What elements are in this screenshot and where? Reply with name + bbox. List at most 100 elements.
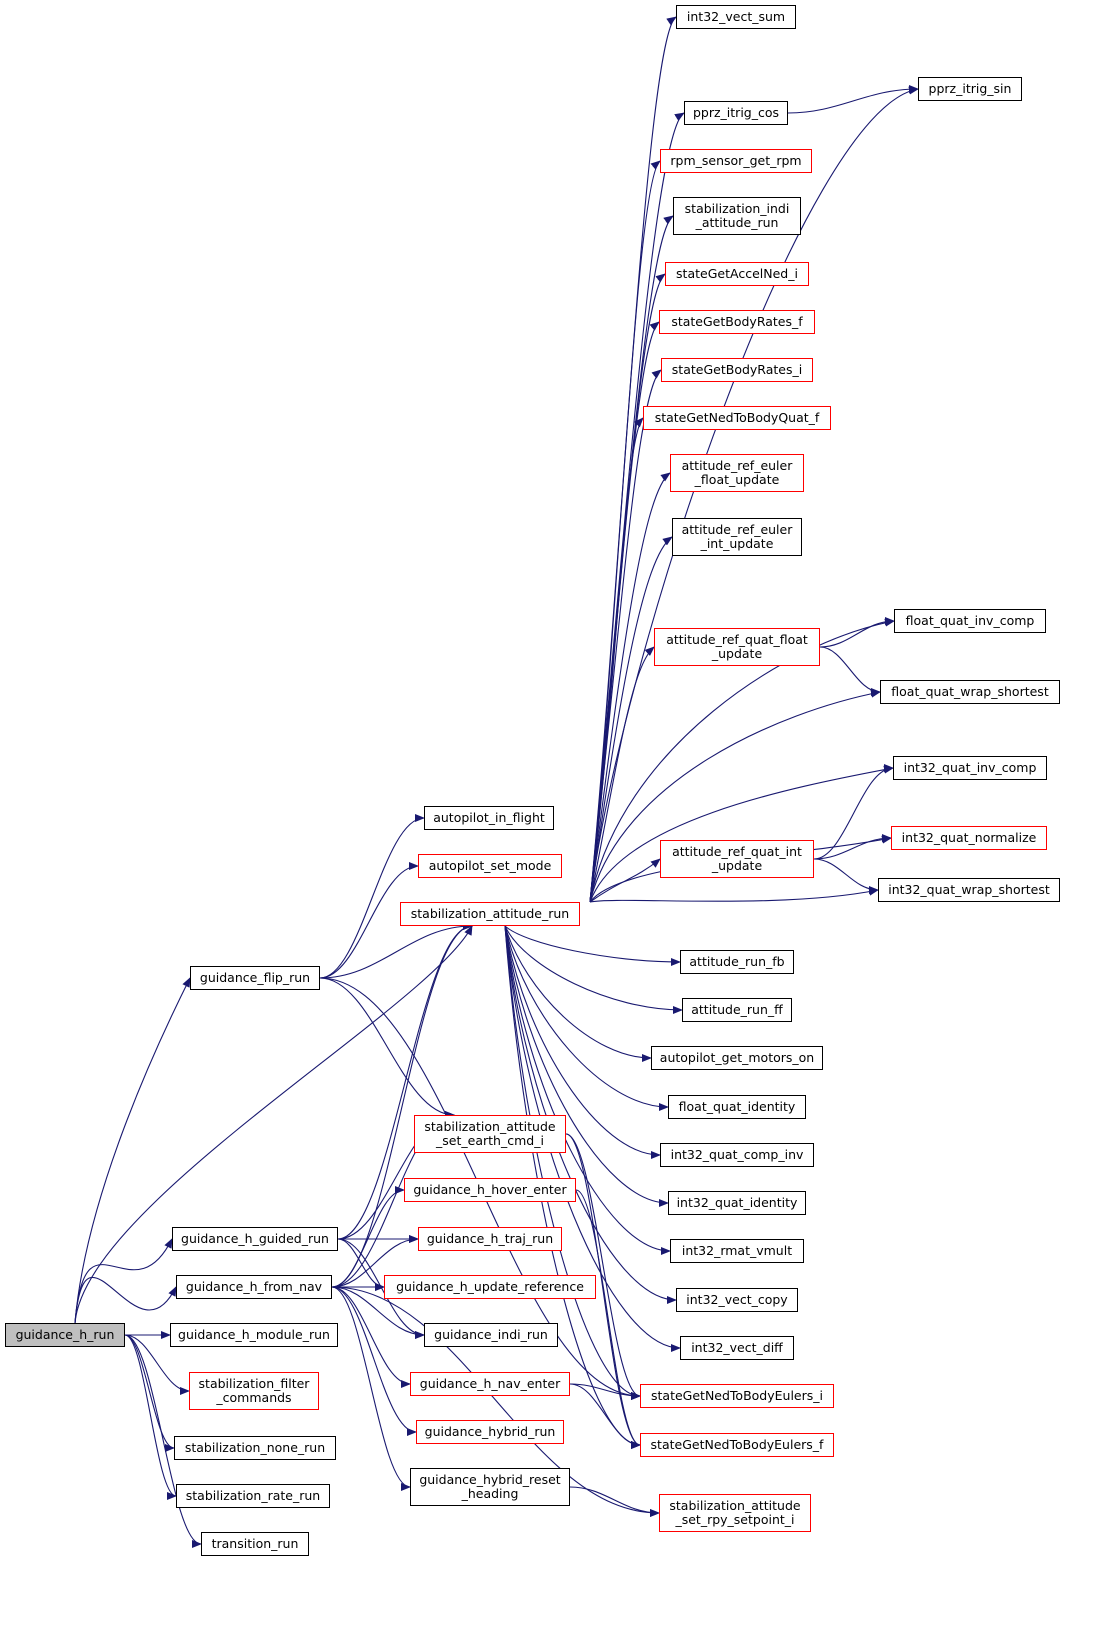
- edge-n18-n42: [569, 1383, 641, 1400]
- node-n43[interactable]: stateGetNedToBodyEulers_f: [640, 1433, 834, 1457]
- node-n10[interactable]: autopilot_in_flight: [424, 806, 554, 830]
- edge-n12-n30: [589, 536, 673, 903]
- node-n44[interactable]: stabilization_attitude _set_rpy_setpoint…: [659, 1494, 811, 1532]
- edge-n12-n28: [589, 417, 644, 903]
- edge-n2-n11: [319, 862, 419, 979]
- edge-n4-n14: [331, 1186, 405, 1288]
- node-n13[interactable]: stabilization_attitude _set_earth_cmd_i: [414, 1115, 566, 1153]
- edge-n1-n4: [74, 1276, 177, 1324]
- node-n28[interactable]: stateGetNedToBodyQuat_f: [643, 406, 831, 430]
- node-n23[interactable]: rpm_sensor_get_rpm: [660, 149, 812, 173]
- edge-n4-n19: [331, 1286, 417, 1436]
- node-n41[interactable]: int32_vect_diff: [680, 1336, 794, 1360]
- edge-n12-n41: [504, 925, 681, 1352]
- node-n40[interactable]: int32_vect_copy: [676, 1288, 798, 1312]
- node-n27[interactable]: stateGetBodyRates_i: [661, 358, 813, 382]
- node-n47[interactable]: float_quat_wrap_shortest: [880, 680, 1060, 704]
- edge-n2-n13: [319, 977, 455, 1119]
- edge-n12-n32: [589, 858, 661, 903]
- node-n20[interactable]: guidance_hybrid_reset _heading: [410, 1468, 570, 1506]
- node-n12[interactable]: stabilization_attitude_run: [400, 902, 580, 926]
- edge-n18-n43: [569, 1383, 641, 1449]
- node-n21[interactable]: int32_vect_sum: [676, 5, 796, 29]
- edge-n4-n20: [331, 1286, 411, 1491]
- node-n36[interactable]: float_quat_identity: [668, 1095, 806, 1119]
- node-n24[interactable]: stabilization_indi _attitude_run: [673, 197, 801, 235]
- edge-n12-n29: [589, 472, 671, 903]
- edge-n31-n47: [819, 646, 881, 696]
- node-n26[interactable]: stateGetBodyRates_f: [659, 310, 815, 334]
- edge-n1-n6: [124, 1334, 190, 1395]
- node-n2[interactable]: guidance_flip_run: [190, 966, 320, 990]
- edge-n1-n3: [74, 1238, 173, 1324]
- node-n14[interactable]: guidance_h_hover_enter: [404, 1178, 576, 1202]
- edge-n20-n44: [569, 1486, 660, 1517]
- node-n33[interactable]: attitude_run_fb: [680, 950, 794, 974]
- edge-n12-n35: [504, 925, 652, 1062]
- node-n49[interactable]: int32_quat_normalize: [891, 826, 1047, 850]
- node-n1[interactable]: guidance_h_run: [5, 1323, 125, 1347]
- node-n37[interactable]: int32_quat_comp_inv: [660, 1143, 814, 1167]
- edge-n4-n18: [331, 1286, 411, 1388]
- node-n18[interactable]: guidance_h_nav_enter: [410, 1372, 570, 1396]
- edge-n1-n2: [74, 977, 191, 1324]
- node-n8[interactable]: stabilization_rate_run: [176, 1484, 330, 1508]
- node-n30[interactable]: attitude_ref_euler _int_update: [672, 518, 802, 556]
- node-n32[interactable]: attitude_ref_quat_int _update: [660, 840, 814, 878]
- edge-n12-n36: [504, 925, 669, 1111]
- edge-n12-n33: [504, 925, 681, 966]
- edge-n12-n38: [504, 925, 669, 1207]
- node-n25[interactable]: stateGetAccelNed_i: [665, 262, 809, 286]
- edge-n1-n8: [124, 1334, 177, 1500]
- node-n38[interactable]: int32_quat_identity: [668, 1191, 806, 1215]
- edge-n12-n37: [504, 925, 661, 1159]
- node-n17[interactable]: guidance_indi_run: [424, 1323, 558, 1347]
- edge-n4-n17: [331, 1286, 425, 1339]
- edge-n12-n26: [589, 321, 660, 903]
- edge-n12-n31: [589, 646, 655, 903]
- node-n48[interactable]: int32_quat_inv_comp: [893, 756, 1047, 780]
- edge-n1-n9: [124, 1334, 202, 1548]
- edge-n31-n46: [819, 617, 895, 648]
- edge-n32-n50: [813, 858, 879, 894]
- node-n34[interactable]: attitude_run_ff: [682, 998, 792, 1022]
- node-n35[interactable]: autopilot_get_motors_on: [651, 1046, 823, 1070]
- node-n15[interactable]: guidance_h_traj_run: [418, 1227, 562, 1251]
- edge-n12-n48: [589, 765, 894, 903]
- edge-n4-n15: [331, 1235, 419, 1288]
- node-n16[interactable]: guidance_h_update_reference: [384, 1275, 596, 1299]
- edge-n2-n10: [319, 814, 425, 979]
- node-n45[interactable]: pprz_itrig_sin: [918, 77, 1022, 101]
- edge-n4-n44: [331, 1286, 660, 1517]
- edge-n12-n46: [589, 618, 895, 903]
- edge-n14-n43: [575, 1189, 641, 1449]
- edge-n32-n48: [813, 764, 894, 860]
- edge-n2-n12: [319, 922, 473, 979]
- node-n31[interactable]: attitude_ref_quat_float _update: [654, 628, 820, 666]
- node-n6[interactable]: stabilization_filter _commands: [189, 1372, 319, 1410]
- node-n7[interactable]: stabilization_none_run: [174, 1436, 336, 1460]
- node-n42[interactable]: stateGetNedToBodyEulers_i: [640, 1384, 834, 1408]
- edge-n12-n22: [589, 112, 685, 903]
- node-n46[interactable]: float_quat_inv_comp: [894, 609, 1046, 633]
- edge-n12-n39: [504, 925, 671, 1255]
- edge-n12-n34: [504, 925, 683, 1014]
- node-n39[interactable]: int32_rmat_vmult: [670, 1239, 804, 1263]
- node-n11[interactable]: autopilot_set_mode: [418, 854, 562, 878]
- node-n9[interactable]: transition_run: [201, 1532, 309, 1556]
- edge-n1-n12: [74, 925, 473, 1324]
- node-n4[interactable]: guidance_h_from_nav: [176, 1275, 332, 1299]
- edge-n12-n23: [589, 160, 661, 903]
- node-n5[interactable]: guidance_h_module_run: [170, 1323, 338, 1347]
- edge-n32-n49: [813, 834, 892, 860]
- node-n29[interactable]: attitude_ref_euler _float_update: [670, 454, 804, 492]
- edge-n12-n47: [589, 689, 881, 903]
- node-n50[interactable]: int32_quat_wrap_shortest: [878, 878, 1060, 902]
- node-n19[interactable]: guidance_hybrid_run: [416, 1420, 564, 1444]
- edge-n12-n50: [589, 887, 879, 903]
- node-n22[interactable]: pprz_itrig_cos: [684, 101, 788, 125]
- edge-n13-n42: [565, 1133, 641, 1400]
- node-n3[interactable]: guidance_h_guided_run: [172, 1227, 338, 1251]
